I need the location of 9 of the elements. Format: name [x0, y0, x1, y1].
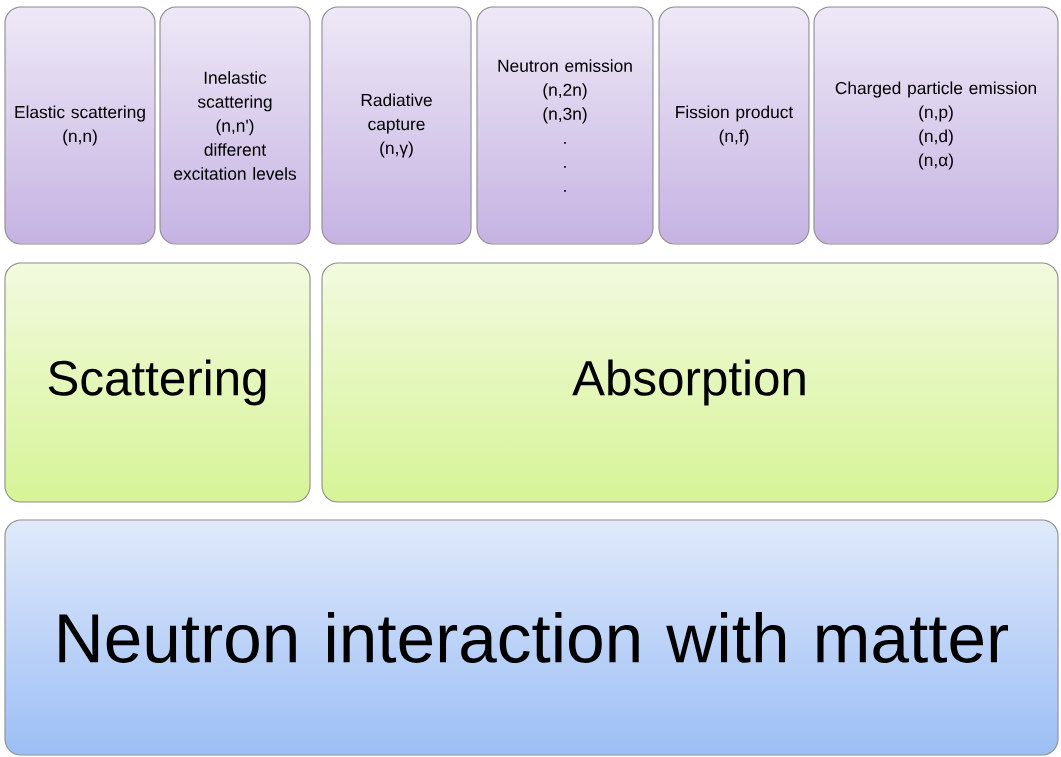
reaction-box: Neutron emission (n,2n) (n,3n) . . .	[476, 6, 654, 245]
reaction-box: Charged particle emission (n,p) (n,d) (n,α)	[813, 6, 1059, 245]
category-box: Absorption	[321, 262, 1059, 503]
reaction-box: Elastic scattering (n,n)	[4, 6, 156, 245]
category-box: Scattering	[4, 262, 311, 503]
reaction-box: Inelastic scattering (n,n') different excitation levels	[159, 6, 311, 245]
reaction-box: Radiative capture (n,γ)	[321, 6, 472, 245]
reaction-box: Fission product (n,f)	[658, 6, 810, 245]
title-band: Neutron interaction with matter	[4, 519, 1059, 756]
